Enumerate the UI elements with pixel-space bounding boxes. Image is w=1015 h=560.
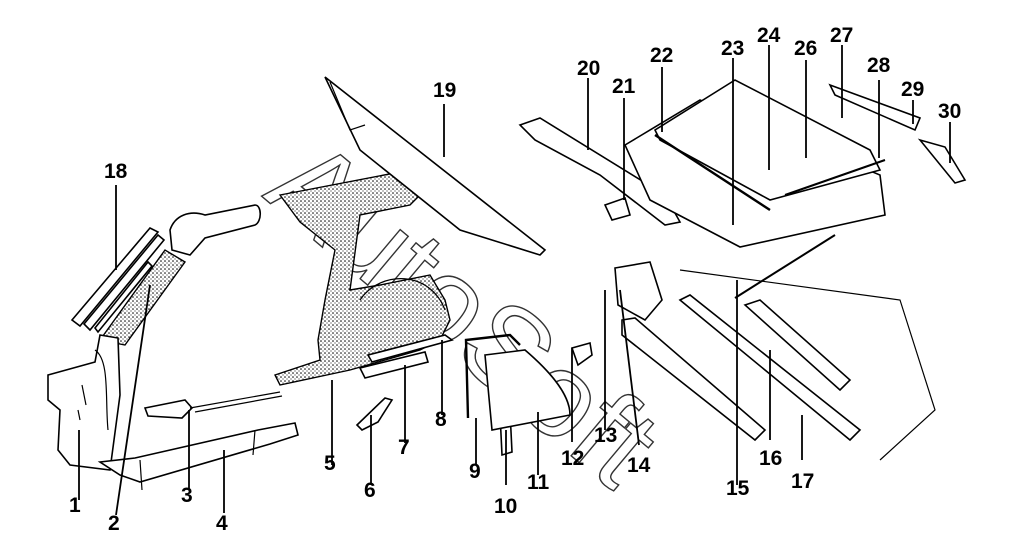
callout-23: 23: [721, 37, 744, 60]
callout-1: 1: [69, 494, 81, 517]
callout-8: 8: [435, 408, 447, 431]
leader-lines: [78, 45, 951, 516]
callout-21: 21: [612, 75, 636, 98]
callout-22: 22: [650, 44, 673, 67]
part-26-sunroof-panel: [653, 79, 882, 201]
trunk-outline: [679, 269, 936, 461]
part-12-clip: [570, 341, 593, 367]
part-4-rocker-sill: [97, 422, 299, 491]
callout-2: 2: [108, 512, 120, 535]
part-19-quarter-glass: [324, 76, 547, 256]
part-22-seal: [654, 133, 771, 212]
part-30-bracket: [917, 138, 967, 184]
part-21-bracket: [603, 196, 631, 221]
part-2-a-pillar: [98, 204, 262, 346]
part-9-channel: [464, 333, 521, 419]
part-18-trim-strips: [70, 227, 166, 334]
callout-4: 4: [216, 512, 228, 535]
callout-6: 6: [364, 479, 376, 502]
part-1-hinge-pillar: [47, 334, 121, 471]
callout-10: 10: [494, 495, 517, 518]
part-7-molding: [358, 351, 430, 379]
callout-5: 5: [324, 452, 336, 475]
part-3-rod: [143, 391, 283, 419]
callout-26: 26: [794, 37, 817, 60]
callout-7: 7: [398, 436, 410, 459]
part-16-rail: [743, 299, 852, 392]
part-15-strut: [734, 234, 836, 299]
callout-labels: 1 2 3 4 5 6 7 8 9 10 11 12 13 14 15 16 1…: [69, 24, 961, 535]
callout-14: 14: [627, 454, 651, 477]
part-6-bracket: [355, 397, 394, 431]
callout-15: 15: [726, 477, 750, 500]
callout-9: 9: [469, 460, 481, 483]
part-11-vent-glass: [484, 349, 571, 431]
callout-29: 29: [901, 78, 924, 101]
callout-18: 18: [104, 160, 128, 183]
callout-3: 3: [181, 484, 193, 507]
part-14-rail: [621, 317, 767, 442]
callout-13: 13: [594, 424, 617, 447]
callout-27: 27: [830, 24, 853, 47]
part-13-bracket: [614, 261, 663, 322]
roof-assembly: [518, 79, 967, 248]
callout-24: 24: [757, 24, 781, 47]
callout-11: 11: [527, 471, 550, 494]
part-8-molding: [366, 334, 454, 363]
callout-28: 28: [867, 54, 891, 77]
part-20-roof-rail: [518, 117, 682, 226]
part-29-rail: [828, 83, 922, 132]
callout-16: 16: [759, 447, 782, 470]
part-28-seal: [784, 159, 886, 196]
callout-20: 20: [577, 57, 600, 80]
callout-30: 30: [938, 100, 961, 123]
callout-19: 19: [433, 79, 456, 102]
callout-12: 12: [561, 447, 584, 470]
callout-17: 17: [791, 470, 814, 493]
